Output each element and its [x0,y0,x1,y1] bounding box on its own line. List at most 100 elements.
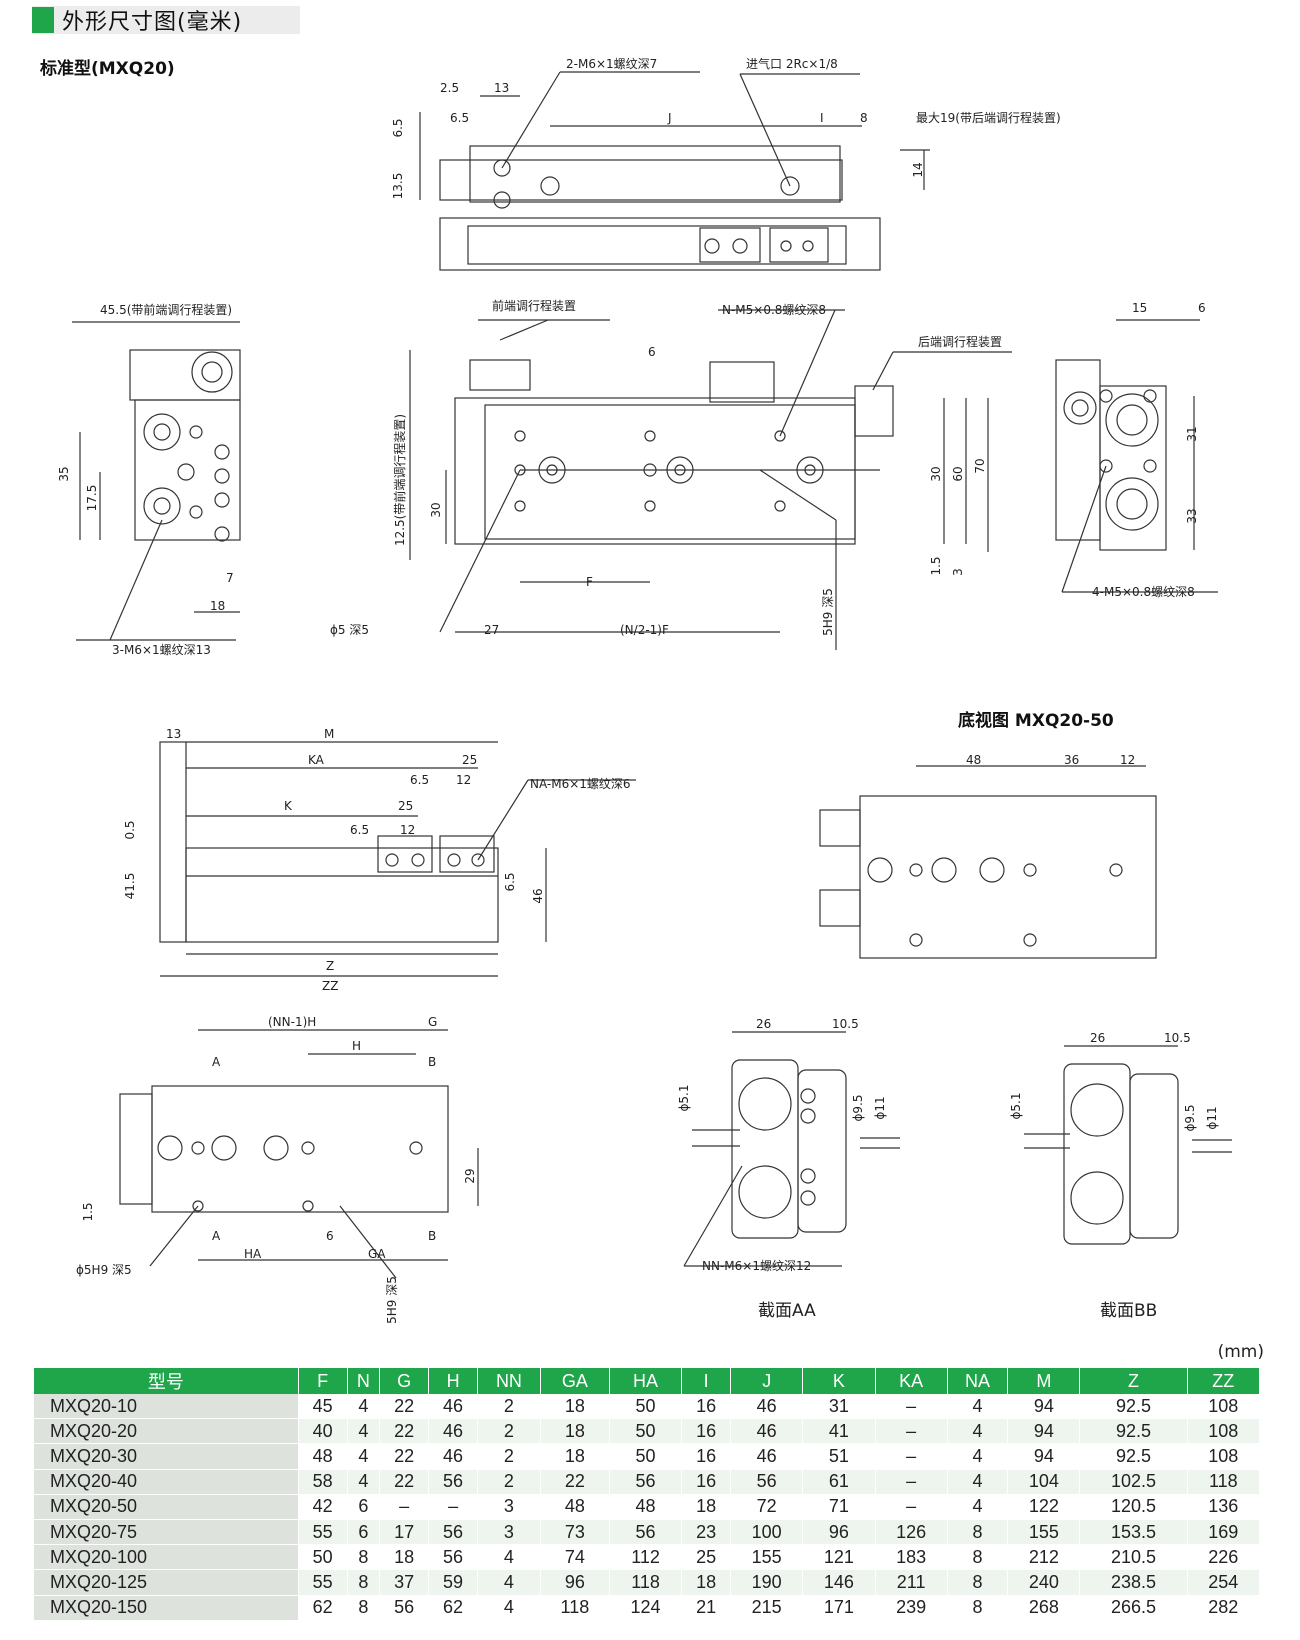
value-cell: – [875,1394,948,1420]
table-header: NA [947,1368,1009,1394]
value-cell: 94 [1007,1394,1081,1420]
value-cell: 2 [477,1443,541,1470]
value-cell: – [875,1469,948,1495]
value-cell: 92.5 [1079,1443,1188,1470]
value-cell: 118 [609,1569,683,1596]
value-cell: 8 [347,1595,381,1621]
dim-label: ϕ5.1 [1009,1093,1023,1120]
dim-label: 36 [1064,753,1079,767]
value-cell: 40 [298,1418,348,1445]
value-cell: 239 [875,1595,948,1621]
dim-label: 26 [1090,1031,1105,1045]
table-header: M [1007,1368,1081,1394]
table-header: NN [477,1368,541,1394]
value-cell: 240 [1007,1569,1081,1596]
value-cell: 50 [609,1443,683,1470]
table-header: J [730,1368,804,1394]
right-view-left-block [1055,359,1101,541]
table-header: K [802,1368,876,1394]
value-cell: 62 [298,1595,348,1621]
value-cell: 16 [681,1394,732,1420]
value-cell: 41 [802,1418,876,1445]
value-cell: 50 [298,1544,348,1571]
dimension-labels: 2-M6×1螺纹深7 进气口 2Rc×1/8 最大19(带后端调行程装置) 2.… [76,56,1206,1277]
dim-label: 前端调行程装置 [492,298,576,313]
value-cell: 50 [609,1418,683,1445]
dim-label: 6.5 [350,823,369,837]
dim-label: 进气口 2Rc×1/8 [746,56,838,71]
value-cell: 118 [1187,1469,1261,1495]
value-cell: 92.5 [1079,1418,1188,1445]
value-cell: 55 [298,1519,348,1546]
value-cell: 6 [347,1519,381,1546]
dim-label: 70 [973,458,987,473]
dim-label: 26 [756,1017,771,1031]
value-cell: 56 [609,1469,683,1495]
value-cell: 4 [947,1394,1009,1420]
dim-label: 15 [1132,301,1147,315]
dim-label: (NN-1)H [268,1015,316,1029]
table-header: G [379,1368,430,1394]
table-header-row: 型号 F N G H NN GA HA I J K KA NA M Z ZZ [34,1368,1261,1394]
value-cell: 18 [540,1418,610,1445]
value-cell: 16 [681,1443,732,1470]
value-cell: 118 [540,1595,610,1621]
side-view-body [134,399,241,541]
dim-label: 0.5 [123,820,137,839]
value-cell: 190 [730,1569,804,1596]
dim-label: KA [308,753,325,767]
value-cell: 74 [540,1544,610,1571]
value-cell: 6 [347,1494,381,1520]
dim-label: 最大19(带后端调行程装置) [916,110,1061,125]
value-cell: 155 [1007,1519,1081,1546]
value-cell: 31 [802,1394,876,1420]
value-cell: 266.5 [1079,1595,1188,1621]
value-cell: – [875,1443,948,1470]
dim-label: 29 [463,1168,477,1183]
value-cell: 22 [379,1418,430,1445]
value-cell: 282 [1187,1595,1261,1621]
section-bb-left [1063,1063,1131,1245]
value-cell: 46 [428,1443,479,1470]
dim-label: 18 [210,599,225,613]
model-cell: MXQ20-100 [34,1544,299,1571]
dim-label: ϕ5H9 深5 [76,1263,132,1277]
value-cell: 48 [298,1443,348,1470]
model-cell: MXQ20-40 [34,1469,299,1495]
section-bb-caption: 截面BB [1100,1301,1158,1321]
dim-label: A [212,1229,221,1243]
dim-label: 2.5 [440,81,459,95]
section-title-bar: 外形尺寸图(毫米) [32,6,300,35]
value-cell: 126 [875,1519,948,1546]
dim-label: 27 [484,623,499,637]
value-cell: 56 [428,1519,479,1546]
value-cell: 59 [428,1569,479,1596]
value-cell: 100 [730,1519,804,1546]
value-cell: 226 [1187,1544,1261,1571]
value-cell: 8 [347,1569,381,1596]
table-header: H [428,1368,479,1394]
dim-label: 48 [966,753,981,767]
value-cell: 96 [540,1569,610,1596]
dim-label: 1.5 [81,1202,95,1221]
top-view-body [439,159,843,201]
dim-label: 12.5(带前端调行程装置) [392,414,407,546]
dim-label: ϕ5.1 [677,1085,691,1112]
dim-label: 4-M5×0.8螺纹深8 [1092,585,1195,599]
value-cell: 4 [347,1443,381,1470]
value-cell: 45 [298,1394,348,1420]
dim-label: 5H9 深5 [385,1276,399,1324]
value-cell: 51 [802,1443,876,1470]
value-cell: 37 [379,1569,430,1596]
value-cell: 120.5 [1079,1494,1188,1520]
dim-label: ϕ11 [873,1096,887,1119]
dim-label: 2-M6×1螺纹深7 [566,57,657,71]
dim-label: 7 [226,571,234,585]
dim-label: (N/2-1)F [620,623,669,637]
dim-label: ZZ [322,979,338,993]
value-cell: 71 [802,1494,876,1520]
value-cell: 73 [540,1519,610,1546]
